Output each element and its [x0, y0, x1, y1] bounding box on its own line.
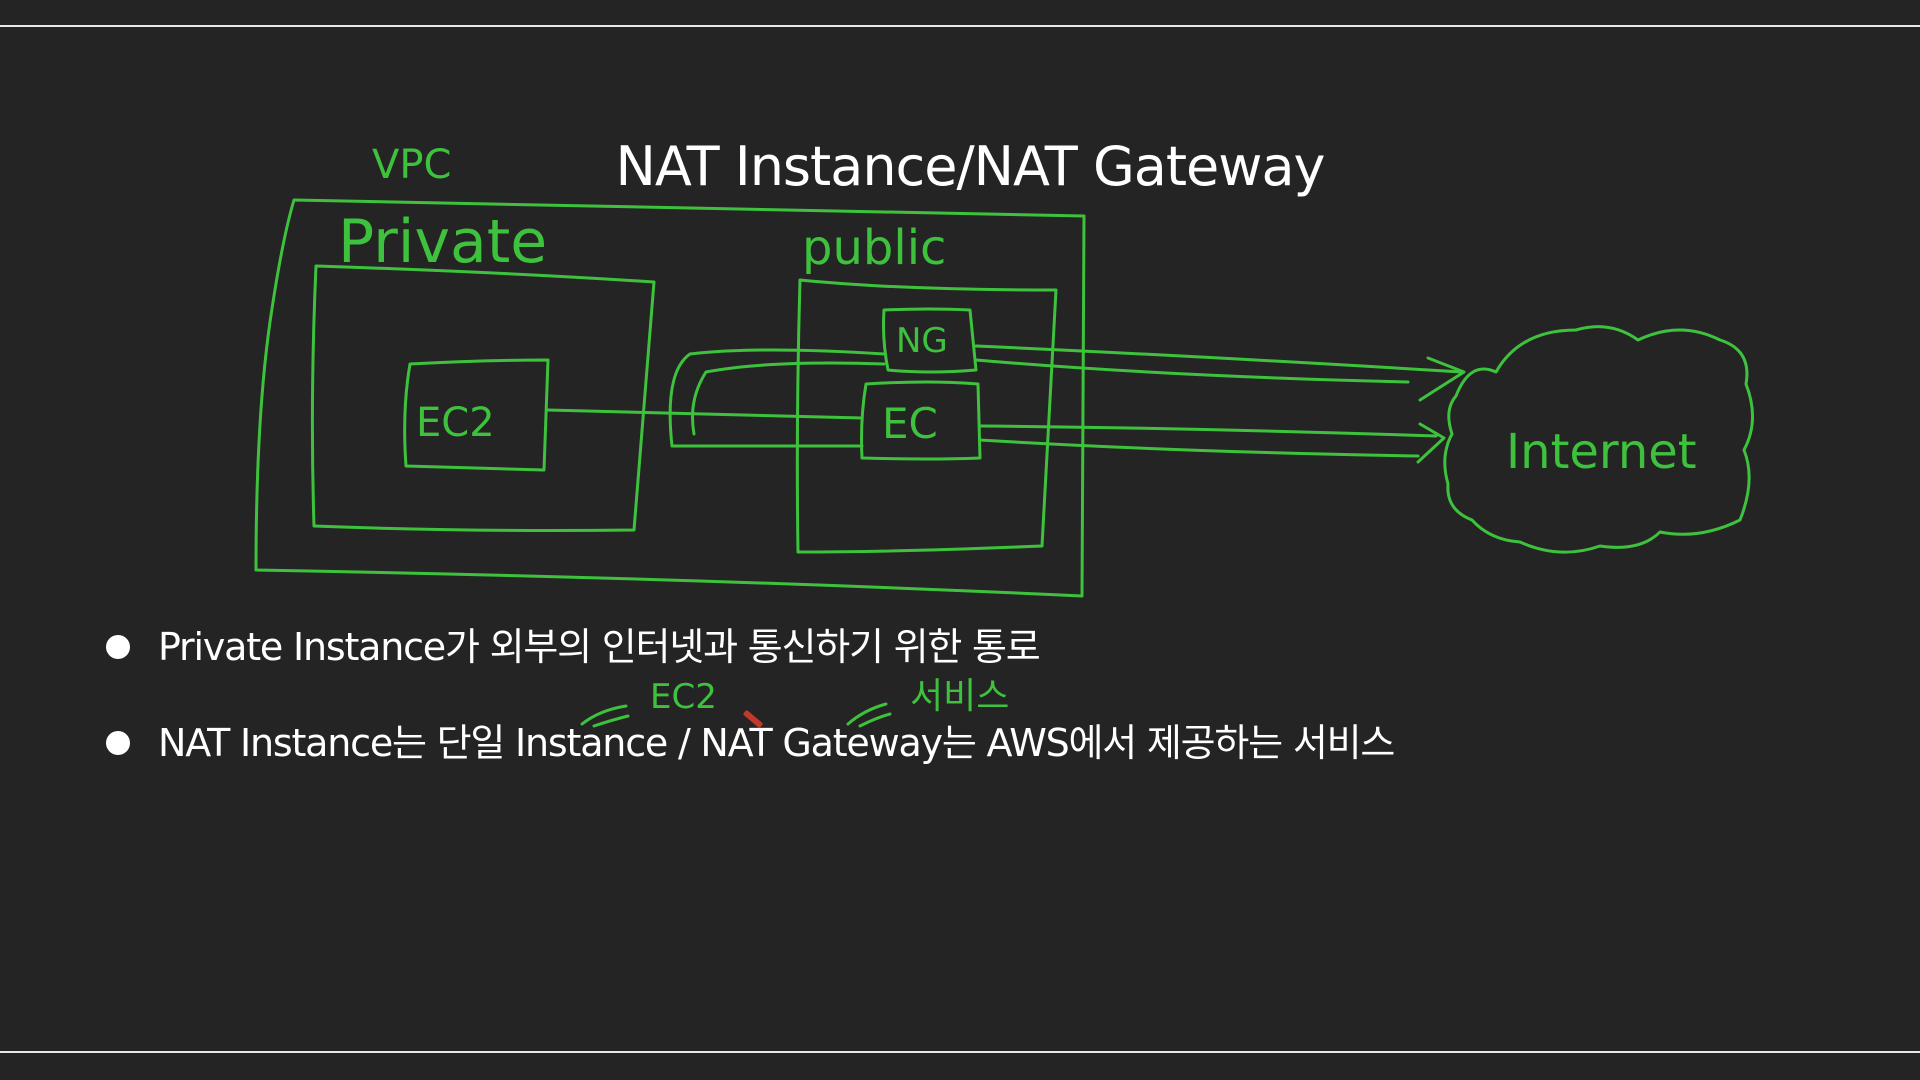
public-ec-box: [860, 380, 982, 461]
ng-to-internet-line-2: [974, 358, 1410, 384]
label-private: Private: [338, 207, 547, 277]
vpc-box: [254, 198, 1086, 598]
route-line: [546, 408, 864, 420]
ng-arrow-head: [1418, 356, 1466, 402]
ec-to-internet-line-2: [978, 438, 1420, 458]
public-subnet-box: [795, 278, 1058, 554]
ec-to-internet-line-1: [978, 424, 1438, 438]
route-loop-inner: [691, 361, 886, 436]
ec-arrow-head: [1416, 422, 1446, 464]
label-ng: NG: [896, 321, 948, 361]
bullet-text: Private Instance가 외부의 인터넷과 통신하기 위한 통로: [158, 625, 1041, 669]
label-ec2-private: EC2: [416, 400, 495, 446]
slide-title: NAT Instance/NAT Gateway: [615, 135, 1325, 198]
ng-to-internet-line-1: [974, 344, 1464, 374]
private-ec2-box: [403, 358, 550, 472]
label-public: public: [802, 220, 946, 276]
bottom-rule: [0, 1051, 1920, 1053]
bullet-item: NAT Instance는 단일 Instance / NAT Gateway는…: [104, 716, 1804, 812]
private-subnet-box: [310, 264, 656, 532]
label-ec-public: EC: [882, 399, 938, 448]
label-internet: Internet: [1506, 424, 1697, 480]
internet-cloud: [1443, 325, 1755, 554]
bullet-list: Private Instance가 외부의 인터넷과 통신하기 위한 통로 NA…: [104, 620, 1804, 812]
bullet-dot: [106, 635, 130, 659]
ng-box: [882, 307, 978, 374]
route-loop-outer: [668, 348, 886, 448]
bullet-dot: [106, 731, 130, 755]
bullet-item: Private Instance가 외부의 인터넷과 통신하기 위한 통로: [104, 620, 1804, 716]
bullet-text: NAT Instance는 단일 Instance / NAT Gateway는…: [158, 721, 1395, 765]
top-rule: [0, 25, 1920, 27]
